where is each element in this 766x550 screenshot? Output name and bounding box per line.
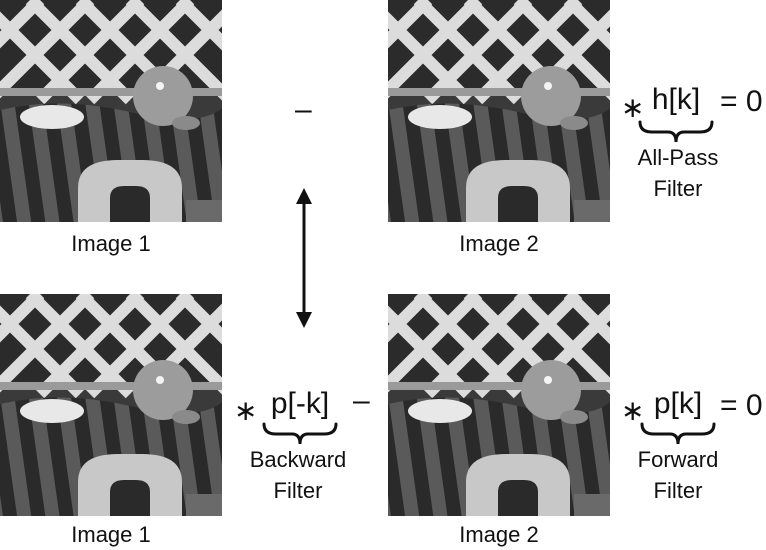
- image-2-top-caption: Image 2: [459, 231, 539, 256]
- image-1-top: [0, 0, 222, 222]
- image-2-bottom-caption: Image 2: [459, 522, 539, 547]
- all-pass-label-line2: Filter: [653, 176, 703, 201]
- image-2-top: [388, 0, 610, 222]
- underbrace-icon-top: [636, 118, 716, 144]
- double-headed-vertical-arrow-icon: [296, 188, 312, 328]
- forward-label-line2: Filter: [653, 478, 703, 503]
- image-1-top-caption: Image 1: [71, 231, 151, 256]
- filter-p-forward: p[k]: [653, 387, 703, 420]
- image-1-bottom: [0, 294, 222, 516]
- equals-zero-top: = 0: [720, 85, 763, 118]
- convolution-symbol-top: ∗: [621, 92, 645, 123]
- backward-filter-label: Backward Filter: [238, 444, 358, 506]
- filter-p-backward: p[-k]: [270, 387, 330, 420]
- image-1-bottom-caption: Image 1: [71, 522, 151, 547]
- convolution-symbol-bottom-left: ∗: [234, 395, 258, 426]
- all-pass-label-line1: All-Pass: [637, 145, 719, 170]
- backward-label-line2: Filter: [273, 478, 323, 503]
- underbrace-icon-backward: [260, 420, 340, 446]
- minus-sign-bottom: –: [353, 384, 370, 417]
- minus-sign-top: –: [295, 93, 312, 126]
- underbrace-icon-forward: [638, 420, 718, 446]
- convolution-symbol-bottom-right: ∗: [621, 395, 645, 426]
- image-2-bottom: [388, 294, 610, 516]
- filter-h: h[k]: [651, 83, 701, 116]
- backward-label-line1: Backward: [249, 447, 347, 472]
- forward-filter-label: Forward Filter: [618, 444, 738, 506]
- forward-label-line1: Forward: [637, 447, 719, 472]
- all-pass-filter-label: All-Pass Filter: [618, 142, 738, 204]
- equals-zero-bottom: = 0: [720, 389, 763, 422]
